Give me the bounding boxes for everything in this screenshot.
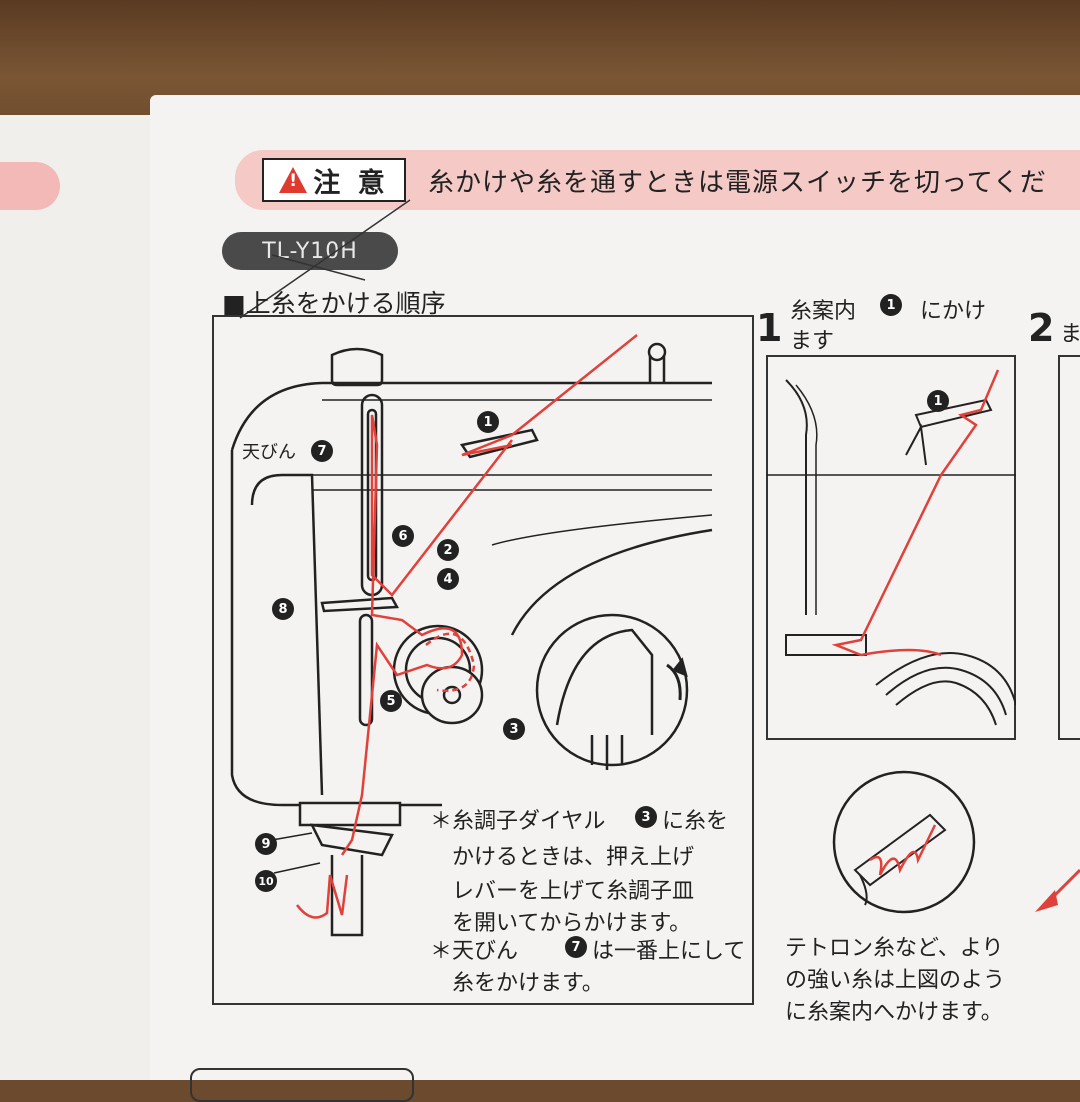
step-1-number: 1 <box>756 306 783 350</box>
step-1-frame <box>766 355 1016 740</box>
note-1-line-4: を開いてからかけます。 <box>452 911 692 936</box>
step-1-text-c: ます <box>790 329 835 354</box>
callout-6: 6 <box>392 525 414 547</box>
callout-7: 7 <box>311 440 333 462</box>
callout-9: 9 <box>255 833 277 855</box>
callout-2: 2 <box>437 539 459 561</box>
step-2-number: 2 <box>1028 306 1055 350</box>
callout-4: 4 <box>437 568 459 590</box>
tetoron-line-3: に糸案内へかけます。 <box>785 1000 1003 1025</box>
callout-5: 5 <box>380 690 402 712</box>
step-2-text: ま <box>1060 322 1080 347</box>
warning-triangle-icon: ! <box>279 167 308 193</box>
note-2-line-2: 糸をかけます。 <box>452 971 604 996</box>
note-callout-7: 7 <box>565 936 587 958</box>
tetoron-line-2: の強い糸は上図のよう <box>785 968 1006 993</box>
caution-box: ! 注 意 <box>262 158 406 202</box>
left-page-pink-tab <box>0 162 60 210</box>
note-2-line-1b: は一番上にして <box>592 939 746 964</box>
threading-diagram-frame <box>212 315 754 1005</box>
note-callout-3: 3 <box>635 806 657 828</box>
tenbin-label: 天びん <box>242 442 296 463</box>
step-1-callout-1: 1 <box>880 294 902 316</box>
next-section-frame <box>190 1068 414 1102</box>
caution-text: 糸かけや糸を通すときは電源スイッチを切ってくだ <box>428 168 1047 198</box>
step-1-diagram-callout-1: 1 <box>927 390 949 412</box>
callout-3: 3 <box>503 718 525 740</box>
step-2-frame <box>1058 355 1080 740</box>
note-1-line-1a: ＊糸調子ダイヤル <box>430 809 606 834</box>
note-1-line-2: かけるときは、押え上げ <box>452 845 695 870</box>
note-1-line-3: レバーを上げて糸調子皿 <box>452 879 695 904</box>
tetoron-line-1: テトロン糸など、より <box>785 936 1004 961</box>
callout-8: 8 <box>272 598 294 620</box>
model-badge: TL-Y10H <box>222 232 398 270</box>
callout-1: 1 <box>477 411 499 433</box>
caution-label: 注 意 <box>313 167 389 199</box>
sewing-machine-diagram <box>230 334 713 937</box>
note-2-line-1a: ＊天びん <box>430 939 519 964</box>
section-title: ■上糸をかける順序 <box>222 289 446 318</box>
note-1-line-1b: に糸を <box>662 809 729 834</box>
left-page <box>0 115 152 1080</box>
step-1-text-a: 糸案内 <box>790 299 857 324</box>
step-1-text-b: にかけ <box>920 299 987 324</box>
callout-10: 10 <box>255 870 277 892</box>
step-1-illustration <box>766 369 1016 726</box>
